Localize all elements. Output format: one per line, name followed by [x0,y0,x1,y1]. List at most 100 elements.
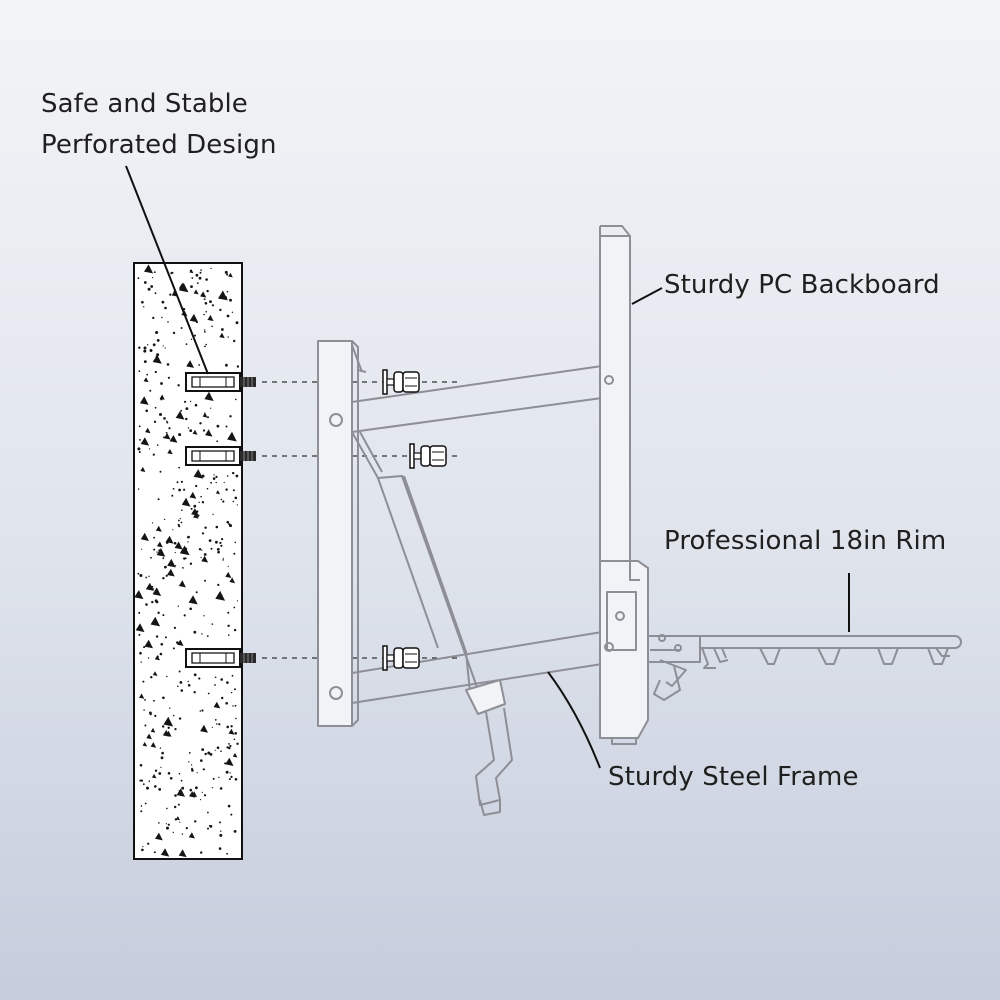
concrete-speckle [209,300,212,303]
concrete-speckle [202,429,206,432]
concrete-speckle [201,549,203,551]
concrete-speckle [236,600,239,602]
concrete-speckle [215,525,219,529]
concrete-speckle [195,786,198,790]
concrete-speckle [200,759,203,762]
concrete-speckle [180,409,183,412]
concrete-speckle [218,776,220,779]
concrete-speckle [178,790,180,792]
concrete-speckle [236,365,240,368]
concrete-speckle [162,345,164,347]
concrete-speckle [179,821,181,823]
concrete-speckle [203,615,205,617]
concrete-speckle [139,779,142,782]
concrete-speckle [149,389,152,392]
wall-anchor-icon [185,648,257,668]
concrete-speckle [169,707,171,709]
concrete-speckle [214,676,217,679]
concrete-speckle [229,744,232,748]
concrete-speckle [207,692,210,695]
concrete-speckle [174,818,178,821]
concrete-speckle [213,701,221,709]
concrete-speckle [145,603,148,606]
concrete-speckle [135,623,145,633]
concrete-speckle [140,466,146,472]
concrete-speckle [160,766,162,769]
concrete-speckle [216,746,220,749]
concrete-speckle [144,639,153,649]
concrete-speckle [172,331,176,335]
concrete-speckle [166,421,169,424]
concrete-speckle [165,823,167,825]
concrete-speckle [190,338,193,340]
concrete-speckle [154,785,157,788]
concrete-speckle [165,535,174,544]
concrete-speckle [200,291,207,298]
label-backboard: Sturdy PC Backboard [664,270,940,300]
concrete-speckle [152,277,154,279]
concrete-speckle [172,529,174,531]
concrete-speckle [220,498,223,501]
concrete-speckle [219,541,222,545]
concrete-speckle [174,541,183,550]
concrete-speckle [199,799,202,801]
concrete-speckle [205,429,213,437]
concrete-speckle [144,724,147,727]
concrete-speckle [225,425,228,428]
concrete-speckle [227,804,231,808]
concrete-speckle [167,823,170,826]
concrete-speckle [199,710,202,712]
concrete-speckle [218,723,221,726]
concrete-speckle [165,730,172,737]
concrete-speckle [196,282,199,284]
concrete-speckle [200,269,202,271]
concrete-speckle [178,488,182,492]
concrete-speckle [225,702,228,705]
concrete-speckle [190,285,193,288]
label-perforated-design: Safe and Stable Perforated Design [41,84,277,166]
concrete-speckle [217,583,220,587]
concrete-speckle [154,406,157,409]
concrete-speckle [220,544,223,547]
concrete-speckle [188,761,190,763]
concrete-speckle [152,343,156,347]
concrete-speckle [158,822,160,824]
concrete-speckle [174,805,177,809]
concrete-speckle [146,373,149,376]
concrete-speckle [216,723,218,725]
concrete-speckle [194,820,197,823]
concrete-speckle [169,777,173,780]
concrete-speckle [187,427,190,429]
concrete-speckle [196,772,198,774]
concrete-speckle [167,568,175,577]
concrete-speckle [156,444,159,446]
concrete-speckle [174,565,177,567]
concrete-speckle [164,306,167,310]
concrete-speckle [233,738,236,741]
concrete-speckle [189,269,192,272]
concrete-speckle [234,778,238,781]
concrete-speckle [189,400,192,403]
concrete-speckle [152,316,155,319]
concrete-speckle [199,422,202,425]
concrete-speckle [151,585,154,588]
concrete-speckle [227,431,237,442]
concrete-speckle [162,577,165,580]
concrete-speckle [201,555,209,563]
concrete-speckle [140,661,142,663]
concrete-speckle [143,709,145,711]
label-perforated-design-line1: Safe and Stable [41,89,248,119]
concrete-speckle [144,264,154,274]
concrete-speckle [143,349,147,353]
concrete-speckle [185,827,188,830]
concrete-speckle [167,321,169,323]
concrete-speckle [219,787,223,790]
concrete-speckle [156,548,166,557]
concrete-speckle [176,481,179,484]
concrete-speckle [160,643,164,646]
concrete-speckle [195,591,198,594]
concrete-speckle [177,605,179,607]
concrete-speckle [215,481,217,484]
concrete-speckle [228,746,231,750]
concrete-speckle [146,786,149,790]
